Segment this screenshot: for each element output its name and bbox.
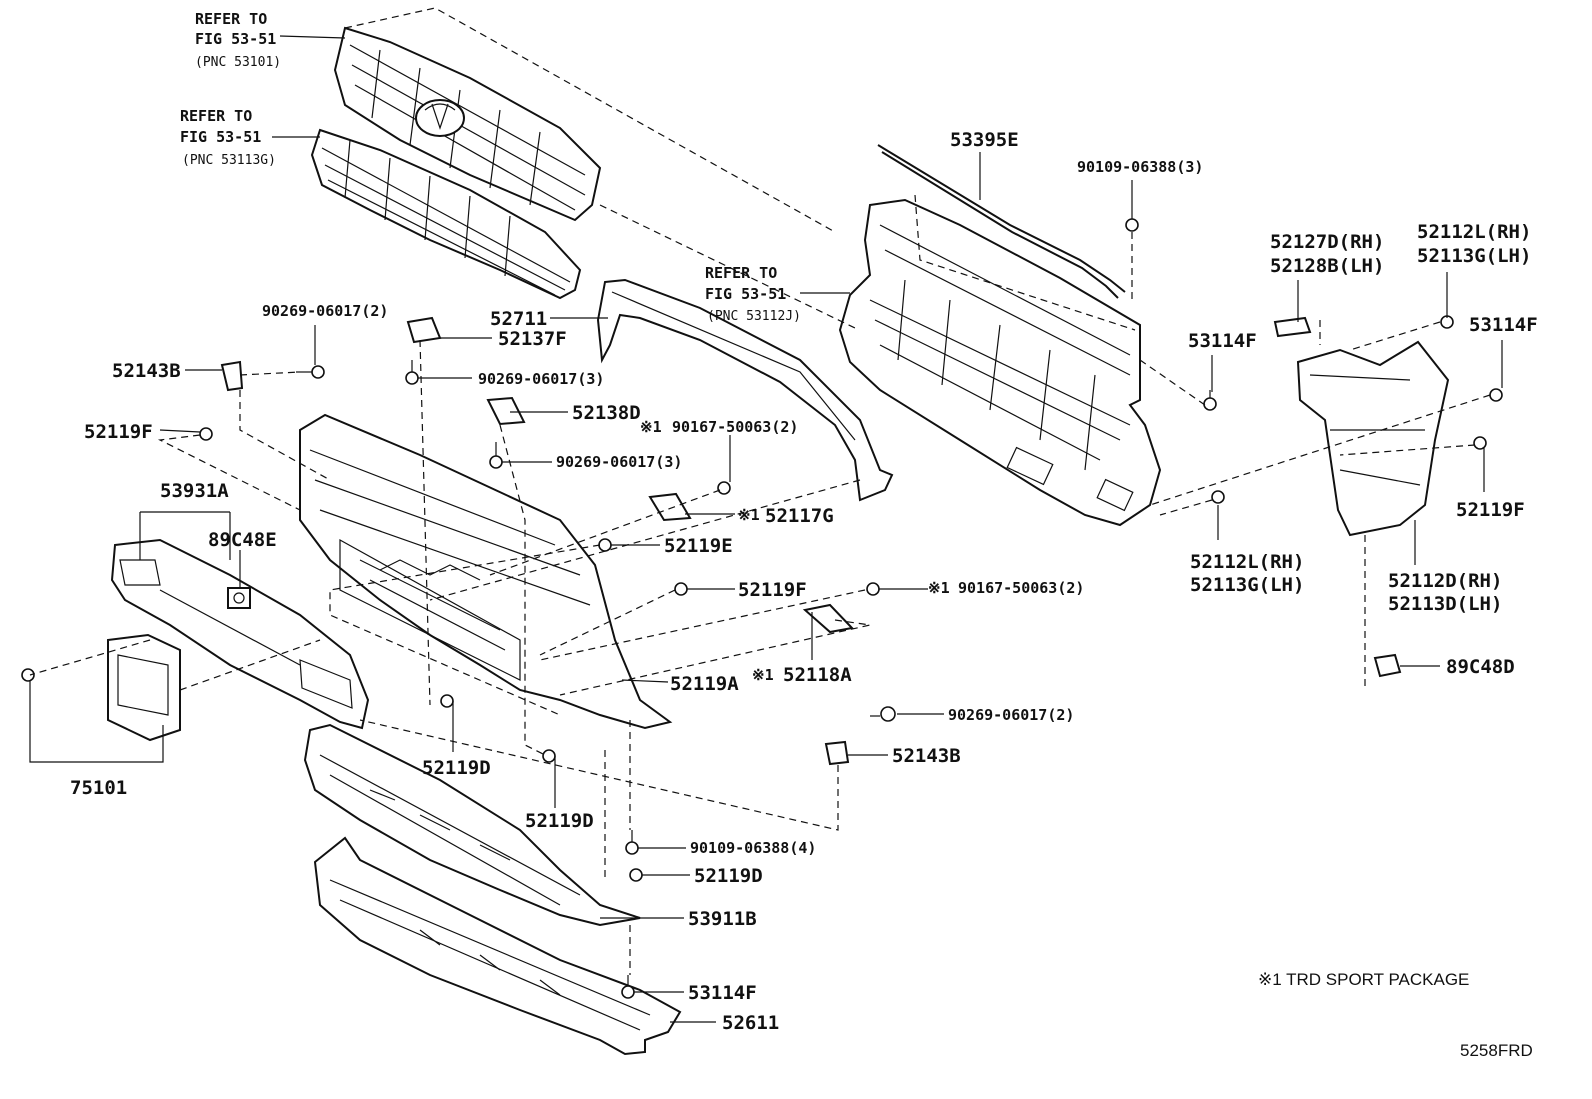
radiator-support-part <box>838 198 1162 527</box>
part-number: 52119F <box>1456 499 1525 521</box>
bolt-icon <box>625 830 639 855</box>
part-labels: REFER TO FIG 53-51 (PNC 53101) REFER TO … <box>70 10 1538 1060</box>
refer-text: REFER TO <box>180 107 252 125</box>
bolt-icon <box>717 481 731 495</box>
part-number: 89C48D <box>1446 656 1515 678</box>
bolt-icon <box>199 427 213 441</box>
refer-text: REFER TO <box>195 10 267 28</box>
part-number: 90269-06017(2) <box>262 302 388 320</box>
bolt-icon <box>598 538 612 552</box>
trd-mark: ※1 <box>752 666 774 684</box>
part-number: 52127D(RH) <box>1270 231 1384 253</box>
bracket-52117G-part <box>648 492 692 522</box>
part-number: 52128B(LH) <box>1270 255 1384 277</box>
bolt-icon <box>674 582 688 596</box>
side-bracket-52112D-part <box>1296 340 1450 537</box>
part-number: 52143B <box>112 360 181 382</box>
bolt-icon <box>629 868 643 882</box>
part-number: 52711 <box>490 308 547 330</box>
part-number: 53911B <box>688 908 757 930</box>
bolt-icon <box>870 706 896 722</box>
lower-garnish-part <box>110 538 370 730</box>
refer-text: REFER TO <box>705 264 777 282</box>
part-number: 52119D <box>525 810 594 832</box>
pnc-text: (PNC 53113G) <box>182 153 276 168</box>
lower-grille-part <box>310 128 582 300</box>
part-number: 53114F <box>1469 314 1538 336</box>
part-number: 75101 <box>70 777 127 799</box>
part-number: 52113G(LH) <box>1190 574 1304 596</box>
part-number: 52113G(LH) <box>1417 245 1531 267</box>
part-number: 52119F <box>738 579 807 601</box>
part-number: 90269-06017(3) <box>556 453 682 471</box>
bracket-52138D-part <box>486 396 526 426</box>
part-number: 52119D <box>694 865 763 887</box>
bolt-icon <box>296 365 325 379</box>
trd-mark: ※1 <box>928 579 950 597</box>
part-number: 90269-06017(3) <box>478 370 604 388</box>
part-number: 52117G <box>765 505 834 527</box>
leader-lines <box>29 35 1503 1023</box>
upper-grille-part <box>333 26 602 222</box>
bolt-icon <box>1211 490 1225 504</box>
bracket-52137F-part <box>406 316 442 344</box>
part-number: 52119D <box>422 757 491 779</box>
bolt-icon <box>1203 390 1217 411</box>
refer-text: FIG 53-51 <box>180 128 261 146</box>
part-number: 90269-06017(2) <box>948 706 1074 724</box>
part-number: 52119F <box>84 421 153 443</box>
part-number: 52143B <box>892 745 961 767</box>
sensor-89C48E-part <box>227 587 251 609</box>
part-number: 90109-06388(3) <box>1077 158 1203 176</box>
sensor-89C48D-part <box>1373 653 1402 678</box>
bolt-icon <box>542 749 556 763</box>
trd-mark: ※1 <box>640 418 662 436</box>
part-number: 52112D(RH) <box>1388 570 1502 592</box>
part-number: 53114F <box>688 982 757 1004</box>
skid-plate-part <box>313 836 682 1056</box>
part-number: 90167-50063(2) <box>958 579 1084 597</box>
bracket-52118A-part <box>802 603 855 634</box>
part-number: 89C48E <box>208 529 277 551</box>
license-bracket-part <box>107 633 181 742</box>
bumper-reinforcement-part <box>596 278 894 502</box>
refer-text: FIG 53-51 <box>195 30 276 48</box>
lower-cover-53911B-part <box>303 723 641 927</box>
pnc-text: (PNC 53101) <box>195 55 281 70</box>
part-number: 53931A <box>160 480 229 502</box>
trd-mark: ※1 <box>738 506 760 524</box>
bolt-icon <box>489 442 503 469</box>
part-number: 90167-50063(2) <box>672 418 798 436</box>
part-number: 53395E <box>950 129 1019 151</box>
part-number: 52119E <box>664 535 733 557</box>
bolt-icon <box>440 694 454 708</box>
part-number: 52137F <box>498 328 567 350</box>
part-number: 53114F <box>1188 330 1257 352</box>
bumper-cover-part <box>299 413 673 730</box>
part-number: 52138D <box>572 402 641 424</box>
part-number: 52611 <box>722 1012 779 1034</box>
part-number: 90109-06388(4) <box>690 839 816 857</box>
bracket-52127D-part <box>1273 316 1312 338</box>
bolt-icon <box>21 668 35 682</box>
bracket-52143B-right-part <box>824 740 850 766</box>
assembly-lines <box>29 7 1491 975</box>
part-number: 52113D(LH) <box>1388 593 1502 615</box>
bolt-icon <box>1489 388 1503 402</box>
diagram-code: 5258FRD <box>1460 1041 1533 1060</box>
bolt-icon <box>1473 436 1487 450</box>
bolt-icon <box>405 360 419 385</box>
part-number: 52118A <box>783 664 852 686</box>
bolt-icon <box>1125 210 1139 232</box>
refer-text: FIG 53-51 <box>705 285 786 303</box>
seal-53395E-part <box>877 144 1126 299</box>
part-number: 52119A <box>670 673 739 695</box>
part-number: 52112L(RH) <box>1190 551 1304 573</box>
bracket-52143B-left-part <box>220 360 244 392</box>
part-number: 52112L(RH) <box>1417 221 1531 243</box>
trd-sport-package-note: ※1 TRD SPORT PACKAGE <box>1258 970 1469 989</box>
pnc-text: (PNC 53112J) <box>707 309 801 324</box>
bolt-icon <box>866 582 880 596</box>
